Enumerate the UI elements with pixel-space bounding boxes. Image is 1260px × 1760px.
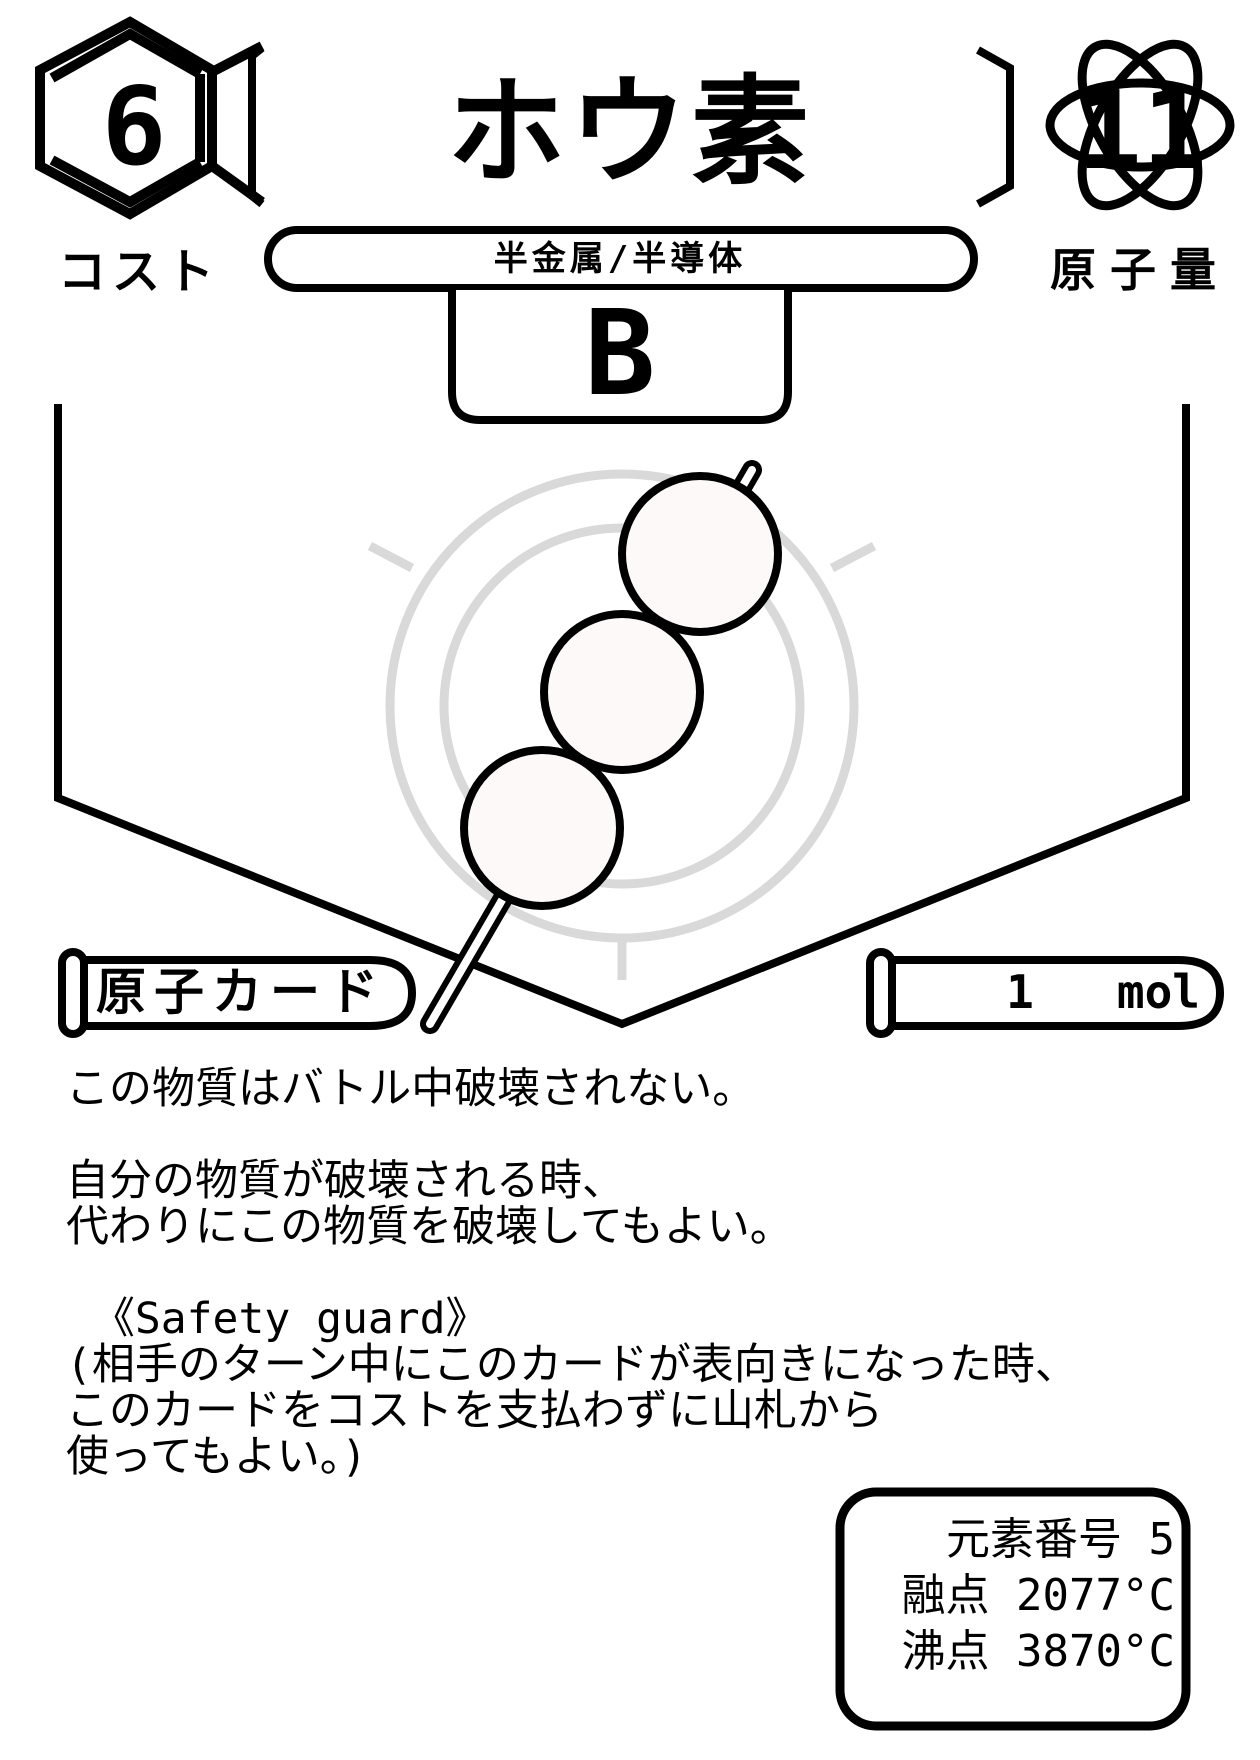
effect-line: この物質はバトル中破壊されない。 — [66, 1064, 756, 1114]
dango-icon — [420, 460, 782, 1034]
cost-hexagon-icon — [35, 16, 265, 220]
effect-line: 自分の物質が破壊される時、 — [66, 1156, 625, 1206]
element-symbol: B — [584, 284, 656, 422]
card-type-label: 原子カード — [96, 963, 386, 1021]
effect-text: この物質はバトル中破壊されない。 自分の物質が破壊される時、 代わりにこの物質を… — [66, 1066, 1206, 1480]
category-pill — [264, 226, 978, 292]
atomic-number: 元素番号 5 — [946, 1514, 1175, 1565]
amount-label: 1 mol — [1006, 965, 1200, 1019]
effect-gap — [66, 1112, 1206, 1158]
title-bracket-right — [976, 46, 1014, 208]
category-label: 半金属/半導体 — [493, 239, 747, 279]
effect-line: (相手のターン中にこのカードが表向きになった時、 — [66, 1340, 1078, 1390]
effect-gap — [66, 1250, 1206, 1296]
boiling-point: 沸点 3870°C — [901, 1626, 1175, 1677]
atomic-mass-value: 11 — [1076, 69, 1208, 194]
effect-line: このカードをコストを支払わずに山札から — [66, 1386, 883, 1436]
atomic-mass-label: 原子量 — [1050, 243, 1230, 297]
emblem-rings-icon — [367, 469, 877, 980]
title-bracket-left — [248, 44, 265, 208]
atom-icon — [1045, 39, 1235, 211]
element-stats: 元素番号 5 融点 2077°C 沸点 3870°C — [855, 1512, 1175, 1680]
symbol-box — [448, 290, 792, 424]
melting-point: 融点 2077°C — [901, 1570, 1175, 1621]
card-frame — [54, 404, 1190, 1029]
cost-value: 6 — [101, 65, 167, 190]
effect-line: 使ってもよい。) — [66, 1432, 368, 1482]
amount-tube — [866, 948, 1225, 1038]
effect-line: 《Safety guard》 — [66, 1294, 489, 1344]
stats-box — [835, 1487, 1191, 1731]
cost-label: コスト — [58, 244, 221, 300]
card-type-tube — [58, 948, 417, 1038]
card-title: ホウ素 — [446, 63, 813, 201]
effect-line: 代わりにこの物質を破壊してもよい。 — [66, 1202, 793, 1252]
